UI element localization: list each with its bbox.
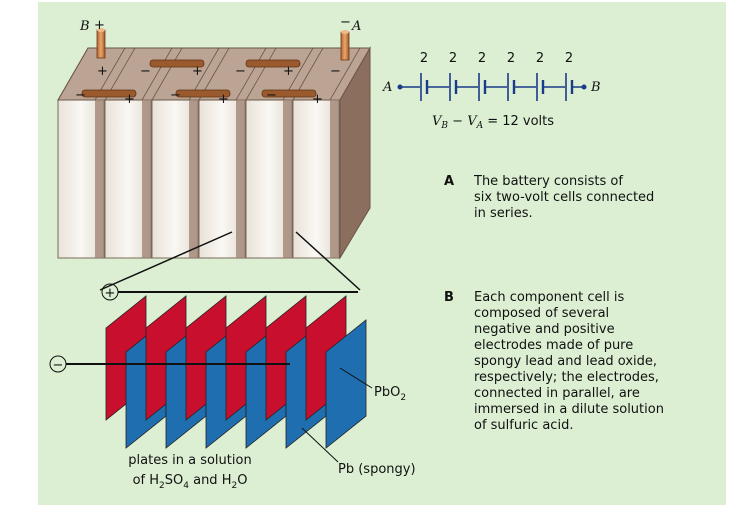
terminal-a-label: A xyxy=(351,19,361,34)
strap-5 xyxy=(261,89,317,98)
series-schematic: A B 2 2 2 2 2 2 xyxy=(382,51,601,101)
sign-minus-4: − xyxy=(235,64,246,79)
zoom-line-left xyxy=(99,231,233,291)
schematic-voltage-2: 2 xyxy=(449,51,457,66)
schematic-left-label: A xyxy=(382,80,392,95)
sign-minus-3: − xyxy=(170,88,181,103)
sign-plus-4: + xyxy=(218,92,229,107)
terminal-b-sign: + xyxy=(94,18,105,33)
schematic-cell-gap-3 xyxy=(478,80,486,94)
schematic-voltage-5: 2 xyxy=(536,51,544,66)
cell-gap-4 xyxy=(236,100,245,258)
cell-gap-1 xyxy=(95,100,104,258)
schematic-cell-gap-6 xyxy=(565,80,573,94)
schematic-cell-gap-4 xyxy=(507,80,515,94)
schematic-voltage-6: 2 xyxy=(565,51,573,66)
sign-minus-2: − xyxy=(140,64,151,79)
terminal-b-label: B xyxy=(79,19,90,34)
positive-symbol-sign: + xyxy=(105,286,116,301)
battery-cells xyxy=(57,46,371,260)
strap-2 xyxy=(245,59,301,68)
pb-label: Pb (spongy) xyxy=(338,462,416,477)
pbo2-leader xyxy=(339,367,373,389)
caption-b-tag: B xyxy=(444,290,454,305)
cell-gap-6 xyxy=(330,100,339,258)
pb-plate-6 xyxy=(325,319,367,449)
strap-3 xyxy=(81,89,137,98)
cell-top-4 xyxy=(198,47,267,101)
battery-side xyxy=(339,46,371,260)
plates-label-line1: plates in a solution xyxy=(128,453,251,468)
positive-symbol xyxy=(101,283,119,301)
cell-top-2 xyxy=(104,47,173,101)
cell-plates xyxy=(105,295,367,449)
negative-symbol xyxy=(49,355,67,373)
sign-plus-2: + xyxy=(124,92,135,107)
caption-a-tag: A xyxy=(444,174,455,189)
terminal-a-sign: − xyxy=(340,15,351,30)
terminal-a-cap xyxy=(341,30,349,34)
sign-minus-6: − xyxy=(330,64,341,79)
schematic-cell-gap-5 xyxy=(536,80,544,94)
caption-b-text: Each component cell is composed of sever… xyxy=(474,290,664,433)
strap-1 xyxy=(149,59,205,68)
cell-gap-3 xyxy=(189,100,198,258)
terminal-b-post xyxy=(96,29,106,59)
voltage-equation: VB − VA = 12 volts xyxy=(432,114,554,131)
cell-gap-5 xyxy=(283,100,292,258)
schematic-voltage-1: 2 xyxy=(420,51,428,66)
sign-plus-5: + xyxy=(283,64,294,79)
caption-a-text: The battery consists of six two-volt cel… xyxy=(474,174,655,221)
schematic-cell-gap-1 xyxy=(420,80,428,94)
plates-label-line2: of H2SO4 and H2O xyxy=(133,473,248,491)
pb-leader xyxy=(301,427,339,463)
cell-gap-2 xyxy=(142,100,151,258)
pbo2-label: PbO2 xyxy=(374,385,406,403)
cell-top-6 xyxy=(292,47,361,101)
zoom-line-right xyxy=(295,231,361,291)
strap-4 xyxy=(175,89,231,98)
schematic-right-label: B xyxy=(590,80,601,95)
negative-symbol-sign: − xyxy=(53,358,64,373)
cell-connectors xyxy=(81,28,350,98)
schematic-voltage-3: 2 xyxy=(478,51,486,66)
cell-top-1 xyxy=(57,47,126,101)
schematic-cell-gap-2 xyxy=(449,80,457,94)
sign-minus-5: − xyxy=(266,88,277,103)
caption-a: A The battery consists of six two-volt c… xyxy=(444,174,724,230)
terminal-a-post xyxy=(340,31,350,61)
sign-plus-3: + xyxy=(192,64,203,79)
caption-b: B Each component cell is composed of sev… xyxy=(444,290,724,440)
sign-plus-1: + xyxy=(97,64,108,79)
schematic-voltage-4: 2 xyxy=(507,51,515,66)
sign-minus-1: − xyxy=(75,88,86,103)
terminal-b-cap xyxy=(97,28,105,32)
sign-plus-6: + xyxy=(312,92,323,107)
polarity-signs: + − − + + − − + + − − + xyxy=(75,64,341,107)
